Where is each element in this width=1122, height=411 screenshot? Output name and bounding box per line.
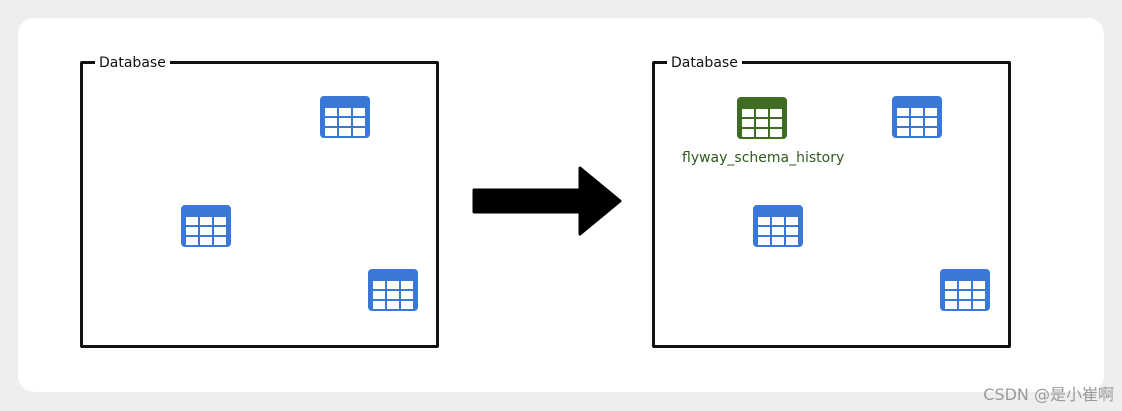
history-table-label: flyway_schema_history: [682, 150, 845, 166]
table-icon: [367, 268, 419, 312]
left-database-box: Database: [80, 54, 439, 348]
table-icon: [752, 204, 804, 248]
right-arrow-icon: [470, 166, 622, 240]
right-database-box: Database: [652, 54, 1011, 348]
table-icon: [891, 95, 943, 139]
watermark: CSDN @是小崔啊: [983, 385, 1114, 404]
history-table-icon: [736, 96, 788, 140]
arrow-shape: [472, 166, 622, 236]
right-database-title: Database: [667, 54, 742, 72]
left-database-title: Database: [95, 54, 170, 72]
table-icon: [319, 95, 371, 139]
table-icon: [939, 268, 991, 312]
table-icon: [180, 204, 232, 248]
